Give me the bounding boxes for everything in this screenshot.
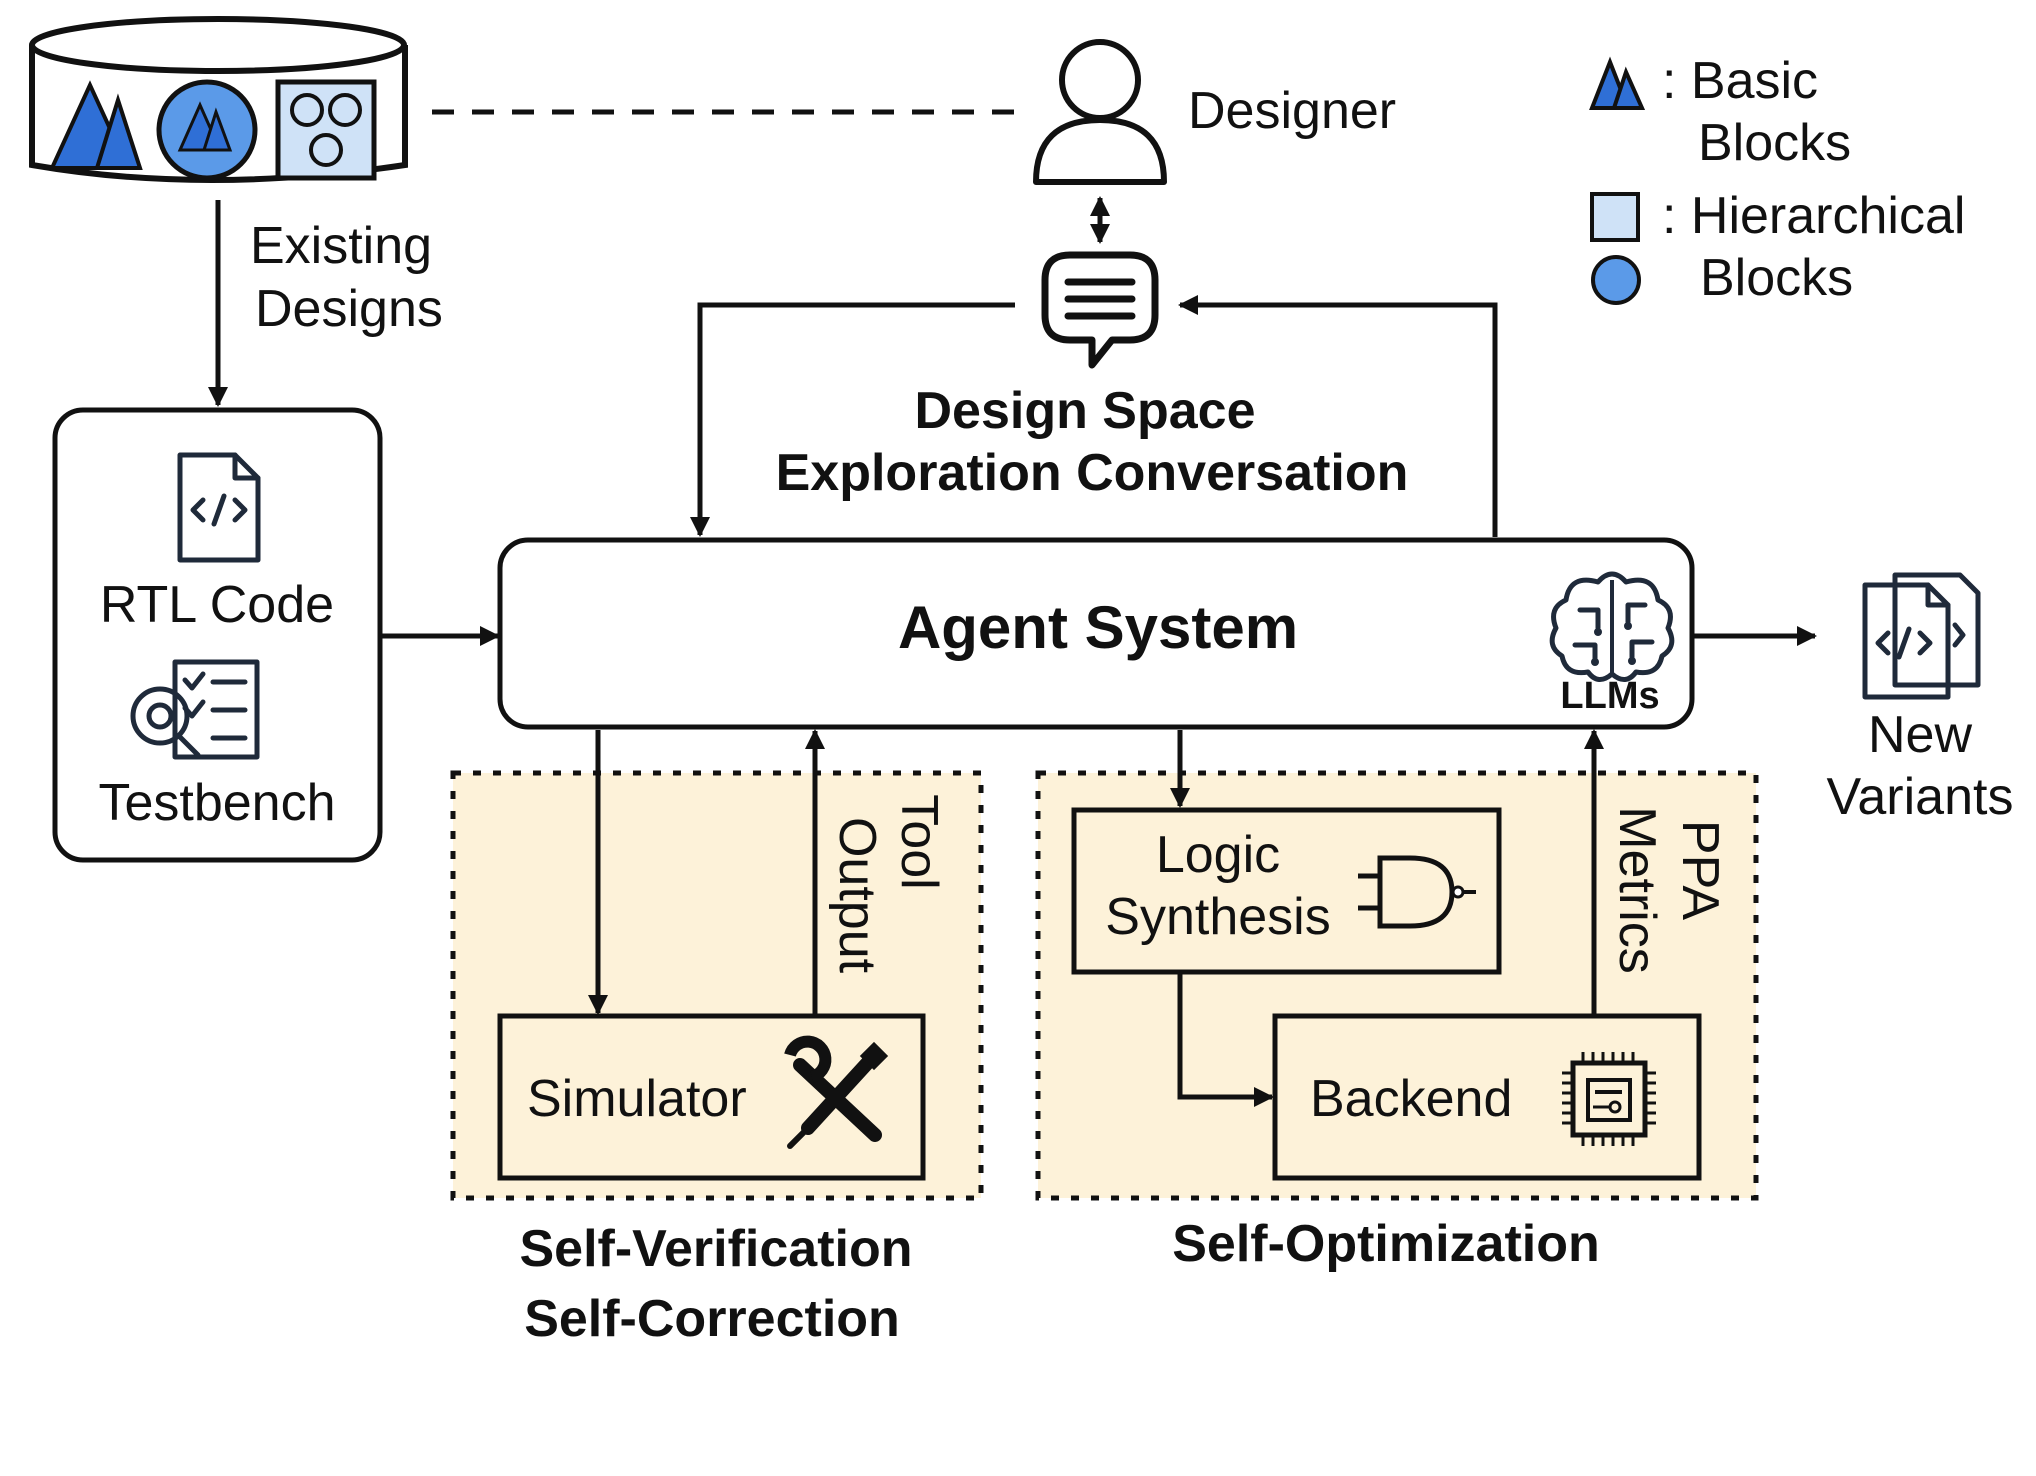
llms-label: LLMs (1560, 675, 1659, 717)
backend-label: Backend (1310, 1070, 1512, 1128)
legend-basic-1: : Basic (1662, 52, 1818, 110)
hierarchical-square-legend-icon (1590, 192, 1640, 242)
new-variants-label-1: New (1868, 706, 1972, 764)
legend: : Basic Blocks : Hierarchical Blocks (1589, 52, 1965, 307)
logic-synthesis-label-1: Logic (1156, 826, 1280, 884)
new-variants-label-2: Variants (1827, 768, 2014, 826)
chip-icon (1562, 1052, 1656, 1146)
logic-synthesis-label-2: Synthesis (1105, 888, 1330, 946)
rtl-code-label: RTL Code (100, 576, 334, 634)
testbench-label: Testbench (98, 774, 335, 832)
ppa-metrics-label-1: PPA (1671, 820, 1729, 921)
basic-block-legend-icon (1589, 56, 1646, 110)
self-verification-label: Self-Verification (520, 1220, 913, 1278)
legend-hier-1: : Hierarchical (1662, 187, 1965, 245)
inputs-box (52, 407, 383, 863)
existing-designs-label-1: Existing (250, 217, 432, 275)
self-optimization-label: Self-Optimization (1172, 1215, 1600, 1273)
dse-label-2: Exploration Conversation (776, 444, 1409, 502)
code-files-icon (1862, 572, 1981, 700)
simulator-box (497, 1013, 926, 1181)
arrow-synthesis-to-backend (1177, 974, 1274, 1107)
database-icon (29, 16, 408, 183)
checklist-bug-icon (130, 659, 260, 760)
legend-basic-2: Blocks (1698, 114, 1851, 172)
designer-label: Designer (1188, 82, 1396, 140)
arrow-agent-to-chat (1178, 295, 1498, 537)
self-correction-label: Self-Correction (524, 1290, 900, 1348)
and-gate-icon (1358, 855, 1476, 929)
dse-label-1: Design Space (914, 382, 1255, 440)
agent-system-label: Agent System (898, 594, 1298, 661)
hierarchical-circle-legend-icon (1591, 255, 1641, 305)
tools-icon (784, 1035, 889, 1149)
brain-circuit-icon (1549, 571, 1675, 682)
tool-output-label-2: Output (828, 817, 886, 974)
existing-designs-label-2: Designs (255, 280, 443, 338)
code-file-icon (177, 452, 261, 563)
chat-bubble-icon (1041, 251, 1159, 369)
agent-system-box (497, 537, 1695, 730)
ppa-metrics-label-2: Metrics (1608, 806, 1666, 974)
simulator-label: Simulator (527, 1070, 747, 1128)
person-icon (1033, 39, 1167, 185)
arrow-chat-to-agent (690, 302, 1015, 537)
legend-hier-2: Blocks (1700, 249, 1853, 307)
tool-output-label-1: Tool (890, 794, 948, 889)
logic-synthesis-box (1071, 807, 1502, 975)
